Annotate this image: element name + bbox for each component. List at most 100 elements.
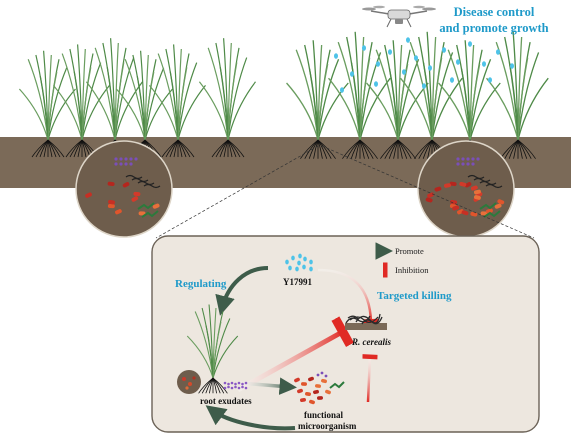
leaf [144,88,173,141]
strain-droplets-icon [285,253,313,272]
leaf [73,71,83,141]
spray-droplet [488,77,492,83]
leaf [508,62,519,141]
roots-icon [380,139,416,159]
wheat-plant-icon [286,40,349,159]
wheat-plant-icon [328,31,391,159]
spray-droplet [362,45,366,51]
leaf [460,68,471,141]
rhizosphere-zoom-left [75,140,173,238]
leaf [317,82,349,141]
wheat-plant-icon [400,31,463,159]
leaf [212,321,222,379]
leaf [469,82,501,141]
wheat-plant-icon [18,50,76,158]
legend-promote-label: Promote [395,246,424,256]
leaf [350,62,361,141]
root-exudate-dots [223,381,248,390]
leaf [400,77,433,141]
zoom-line-right [321,145,535,239]
targeted-killing-label: Targeted killing [377,290,452,302]
leaf [18,88,49,141]
spray-droplet [406,37,410,43]
leaf [227,62,238,141]
spray-droplet [468,41,472,47]
leaf [186,335,214,379]
bacteria-cluster-icon [85,157,161,218]
drone-icon [362,5,436,28]
spray-droplet [422,83,426,89]
roots-icon [500,139,536,159]
headline-line-2: and promote growth [439,21,549,35]
roots-icon [161,139,195,158]
leaf [469,63,481,141]
rhizosphere-zoom-right [417,140,515,238]
leaf [308,68,319,141]
roots-icon [198,377,228,394]
bacteria-cluster-icon [425,157,505,218]
wheat-plant-icon [186,304,239,394]
exudate-promote-arrow [239,377,297,395]
spray-droplet [402,69,406,75]
spray-droplet [450,77,454,83]
spray-droplet [428,65,432,71]
leaf [81,67,92,141]
root-exudates-label: root exudates [200,396,252,406]
leaf [227,81,256,141]
leaf [438,82,471,141]
leaf [47,88,76,141]
spray-droplet [334,53,338,59]
headline-line-1: Disease control [453,5,535,19]
wheat-plants-row [18,31,549,159]
leaf [169,71,179,141]
spray-droplet [414,55,418,61]
rhizosphere-mini-zoom [177,370,201,394]
legend-inhibition-label: Inhibition [395,265,429,275]
spray-droplet [376,61,380,67]
leaf [39,76,49,141]
leaf [388,68,399,141]
leaf [431,77,463,141]
leaf [212,335,239,379]
leaf [219,67,229,141]
leaf [47,71,58,141]
spray-droplet [340,87,344,93]
leaf [52,85,83,141]
spray-droplet [374,81,378,87]
leaf [517,77,549,141]
spray-droplet [388,49,392,55]
leaf [359,77,391,141]
strain-label: Y17991 [283,277,312,287]
pathogen-label: R. cerealis [352,337,391,347]
wheat-plant-icon [198,38,256,158]
leaf [366,82,399,141]
leaf [205,325,214,379]
leaf [114,62,125,141]
microorganism-label-line-1: functional [304,410,344,420]
roots-icon [211,139,245,158]
leaf [422,62,433,141]
wheat-plant-icon [186,304,239,394]
spray-droplets [334,37,514,93]
spray-droplet [456,59,460,65]
leaf [359,57,371,141]
fungal-hyphae-icon [345,313,387,330]
leaf [286,82,319,141]
spray-droplet [350,71,354,77]
leaf [486,77,519,141]
leaf [115,88,146,141]
spray-droplet [482,61,486,67]
feedback-promote-arrow [205,405,296,431]
leaf [177,85,206,141]
functional-microorganism-icon [294,371,345,405]
regulating-arrow [215,266,269,316]
microorganism-label-line-2: microorganism [298,421,357,431]
leaf [517,57,529,141]
leaf [81,85,110,141]
leaf [431,57,443,141]
spray-droplet [442,47,446,53]
leaf [177,67,188,141]
leaf [198,81,229,141]
zoom-line-left [155,145,319,239]
